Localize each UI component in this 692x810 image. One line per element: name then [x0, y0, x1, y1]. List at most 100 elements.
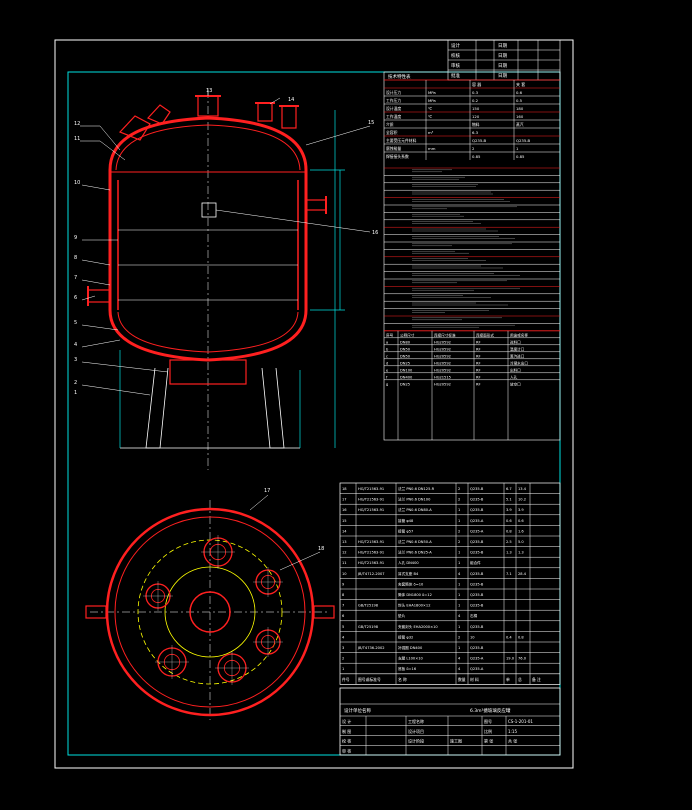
parts-cell: Q235-B [470, 604, 484, 608]
parts-cell: 法兰 PN0.6 DN125-R [398, 486, 435, 491]
parts-cell: Q235-B [470, 508, 484, 512]
bottom-head-inner [117, 311, 299, 353]
spec-cell: mm [428, 146, 436, 151]
parts-cell: 组合件 [470, 560, 481, 565]
title-block-frame [339, 687, 561, 756]
spec-cell: ℃ [428, 114, 432, 119]
spec-cell: 0.85 [472, 154, 481, 159]
vessel-elevation-view [87, 90, 345, 470]
spec-table-title: 技术特性表 [388, 73, 411, 80]
nozzle-cell: RF [476, 347, 481, 351]
support-leg-right [261, 367, 285, 449]
parts-cell: 2 [458, 487, 460, 491]
parts-cell: HG/T21563-91 [358, 487, 384, 491]
nozzle-header-cell: 公称尺寸 [400, 332, 415, 337]
parts-footer-cell: 总 [518, 677, 522, 682]
spec-cell: 物料 [472, 122, 480, 127]
parts-cell: 4 [458, 572, 461, 576]
parts-cell: 10.2 [518, 498, 526, 502]
title-block-cell: 制 图 [342, 728, 351, 734]
spec-header-cell: 夹 套 [516, 81, 525, 87]
nozzle-cell: HG21515 [434, 375, 451, 379]
spec-cell: 0.3 [472, 90, 479, 95]
title-block-cell: 施工图 [450, 738, 462, 744]
leader-number: 9 [74, 235, 77, 241]
top-signature-block: 设计日期校核日期审核日期批准日期 [447, 39, 561, 81]
spec-cell: 0.6 [516, 90, 523, 95]
nozzle-cell: HG20592 [434, 382, 451, 386]
side-nozzles [87, 196, 327, 306]
title-block-cell: 共 张 [508, 738, 517, 744]
support-leg-left [145, 367, 169, 449]
parts-footer-cell: 备 注 [532, 677, 541, 682]
title-block-cell: 审 核 [342, 747, 351, 753]
plan-outer-circle [105, 507, 315, 717]
spec-cell: m³ [428, 130, 434, 135]
bottom-outlet [169, 359, 247, 385]
title-block-drawing-name: 6.3m³搪玻璃反应罐 [470, 707, 511, 714]
spec-cell: ℃ [428, 106, 432, 111]
spec-cell: 工作温度 [386, 114, 401, 119]
parts-cell: 垫片 [398, 613, 406, 618]
parts-cell: 耳式支座 B4 [398, 571, 419, 576]
nozzle-cell: DN50 [400, 354, 411, 358]
nozzle-cell: 温度计口 [510, 346, 525, 351]
nozzle-cell: HG20592 [434, 340, 451, 344]
parts-cell: 16 [342, 508, 347, 512]
parts-cell: 补强圈 DN400 [398, 645, 423, 650]
leader-number: 5 [74, 320, 77, 326]
parts-cell: 11 [342, 561, 347, 565]
parts-cell: 7 [342, 604, 344, 608]
parts-cell: 2 [458, 635, 460, 639]
spec-cell: 全容积 [386, 130, 398, 135]
spec-cell: 150 [472, 106, 480, 111]
leader-number: 3 [74, 357, 77, 363]
parts-cell: Q235-B [470, 593, 484, 597]
top-block-date: 日期 [498, 73, 507, 79]
leader-number: 18 [318, 546, 324, 552]
parts-cell: 0.4 [506, 635, 512, 639]
spec-table-frame [383, 71, 561, 441]
parts-cell: 1 [458, 551, 460, 555]
parts-cell: 法兰 PN0.6 DN25-A [398, 550, 432, 555]
parts-cell: HG/T21563-91 [358, 498, 384, 502]
nozzle-cell: 出料口 [510, 367, 521, 372]
title-block-cell: 设计项目 [408, 728, 424, 734]
nozzle-cell: 进料口 [510, 339, 521, 344]
parts-cell: 2.5 [506, 540, 512, 544]
nozzle-cell: DN50 [400, 347, 411, 351]
parts-cell: 4 [342, 635, 345, 639]
parts-cell: 1 [458, 561, 460, 565]
parts-cell: 10 [470, 635, 475, 639]
spec-cell: 蒸汽 [516, 122, 524, 127]
parts-cell: 12 [342, 551, 347, 555]
leader-number: 16 [372, 230, 378, 236]
parts-cell: 76.0 [518, 657, 527, 661]
parts-cell: 7.1 [506, 572, 512, 576]
nozzle-cell: RF [476, 361, 481, 365]
spec-cell: 6.3 [472, 130, 479, 135]
nozzle-cell: e [386, 368, 389, 372]
parts-cell: 1 [458, 508, 460, 512]
top-block-label: 校核 [451, 52, 460, 59]
parts-cell: 2 [458, 540, 460, 544]
leader-number: 15 [368, 120, 374, 126]
parts-cell: 8 [342, 593, 345, 597]
parts-cell: Q235-B [470, 540, 484, 544]
parts-cell: 4 [458, 614, 461, 618]
parts-cell: 1 [458, 646, 460, 650]
spec-cell: 设计温度 [386, 106, 401, 111]
parts-cell: 13.4 [518, 487, 527, 491]
parts-cell: 3 [342, 646, 344, 650]
parts-cell: Q235-B [470, 625, 484, 629]
title-block-cell: 工程名称 [408, 718, 424, 724]
nozzle-cell: f [386, 375, 388, 379]
spec-cell: 0.5 [516, 98, 523, 103]
spec-cell: 0.85 [516, 154, 525, 159]
parts-cell: Q235-B [470, 646, 484, 650]
top-block-date: 日期 [498, 53, 507, 59]
parts-cell: Q235-B [470, 572, 484, 576]
